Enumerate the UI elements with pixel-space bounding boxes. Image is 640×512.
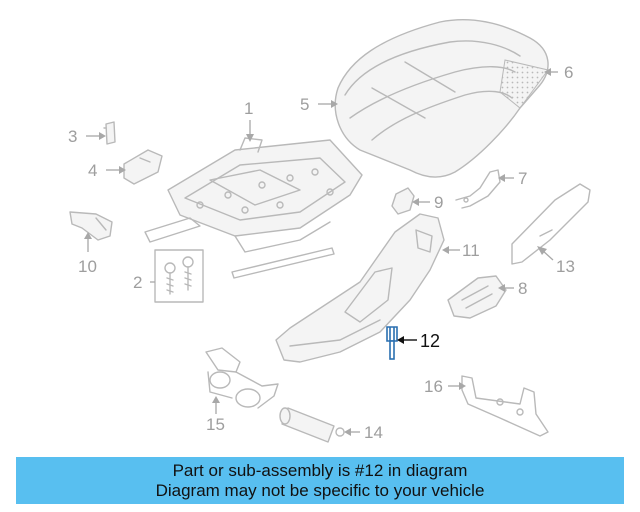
callout-5: 5 [300,95,309,114]
callout-16: 16 [424,377,443,396]
side-shield-part-11 [275,213,445,363]
bolt-part-12 [386,326,398,360]
bracket-part-10 [69,211,113,241]
cable-part-13 [511,183,591,265]
cylinder-part-14 [279,407,345,443]
track-bracket-part-16 [461,375,549,437]
banner-line-2: Diagram may not be specific to your vehi… [155,480,485,500]
callout-2: 2 [133,273,142,292]
callout-4: 4 [88,161,97,180]
callout-9: 9 [434,193,443,212]
clip-part-3 [103,121,116,145]
leader-lines [84,68,558,436]
cover-part-4 [123,149,163,185]
callout-12: 12 [420,331,440,351]
clip-part-9 [391,187,415,215]
callout-10: 10 [78,257,97,276]
callout-11: 11 [462,241,480,260]
bracket-part-15 [205,347,279,409]
callout-6: 6 [564,63,573,82]
banner-line-1: Part or sub-assembly is #12 in diagram [172,460,468,480]
callout-15: 15 [206,415,225,434]
callout-1: 1 [244,99,253,118]
callout-labels: 1 2 3 4 5 6 7 8 9 10 11 12 13 14 15 16 [68,63,575,442]
info-banner: Part or sub-assembly is #12 in diagram D… [16,457,624,504]
callout-14: 14 [364,423,383,442]
callout-7: 7 [518,169,527,188]
bolts-part-2 [154,249,204,303]
seat-frame-part [144,137,363,279]
seat-cushion-part [334,19,549,178]
callout-13: 13 [556,257,575,276]
callout-8: 8 [518,279,527,298]
bracket-part-7 [455,169,501,209]
parts-diagram: 1 2 3 4 5 6 7 8 9 10 11 12 13 14 15 16 [68,19,591,443]
switch-part-8 [447,275,507,319]
callout-3: 3 [68,127,77,146]
